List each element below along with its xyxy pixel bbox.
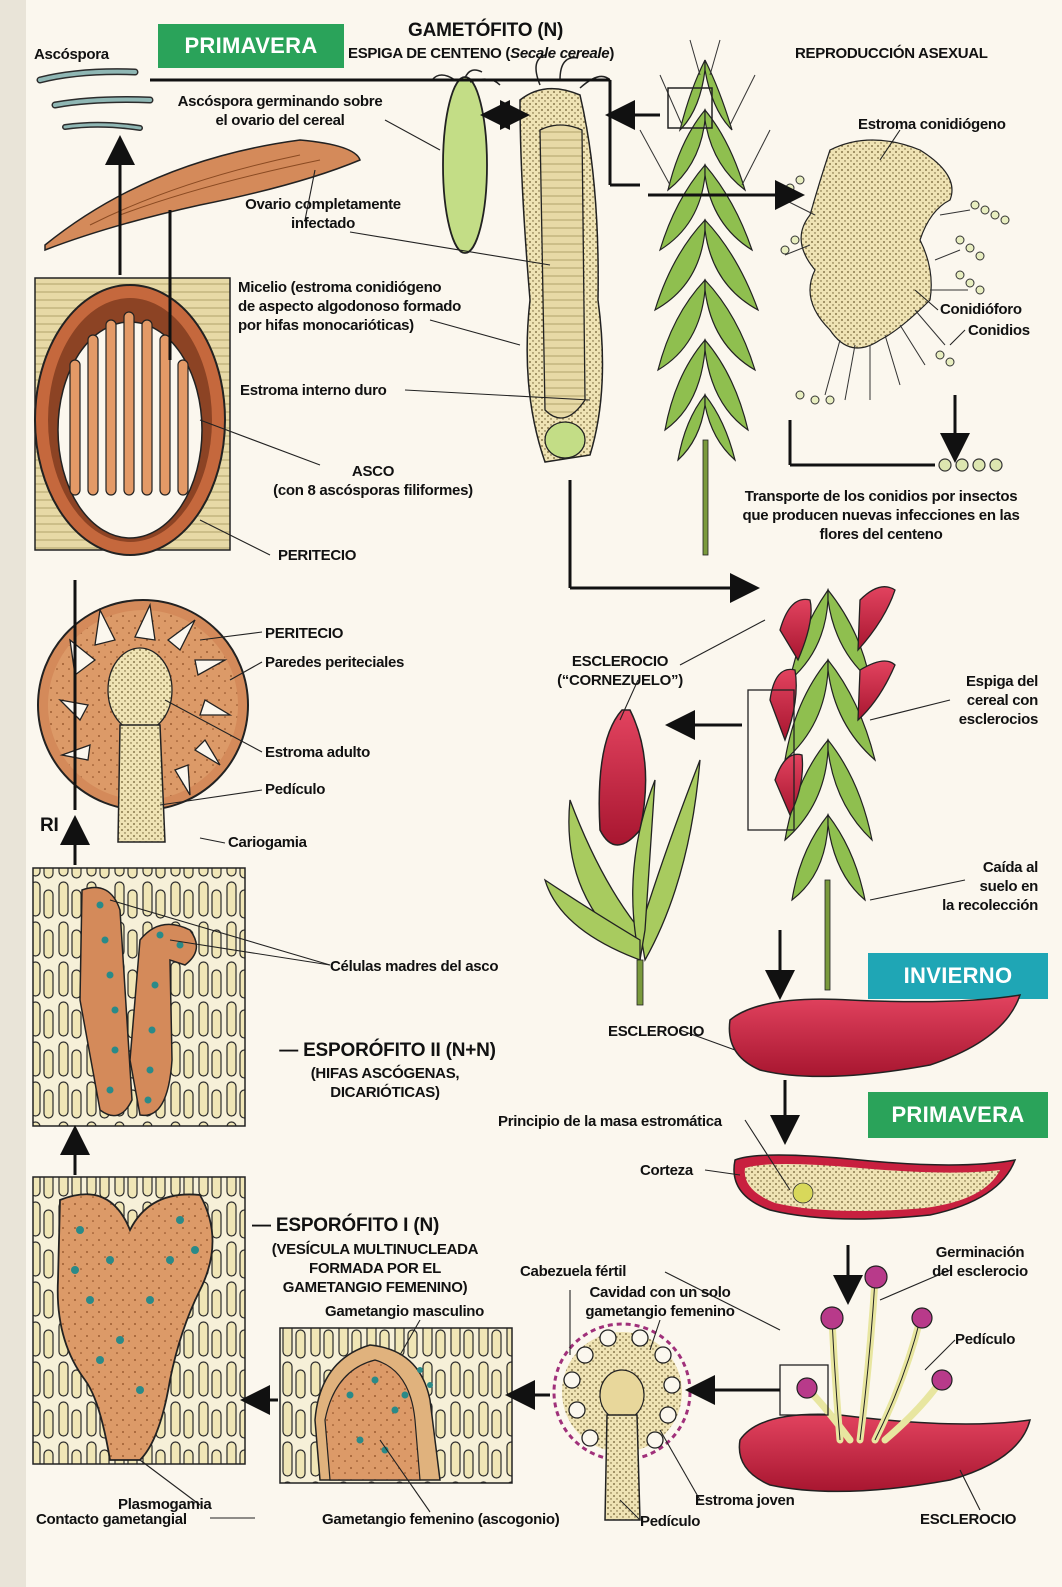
rye-spike bbox=[640, 40, 770, 555]
fertile-head-section bbox=[554, 1324, 690, 1520]
karyogamy-label: Cariogamia bbox=[228, 833, 307, 852]
germinating-ovary bbox=[432, 70, 500, 253]
spring-bottom-banner-label: PRIMAVERA bbox=[868, 1102, 1048, 1128]
ergot-flower bbox=[545, 710, 700, 1005]
spike-title: ESPIGA DE CENTENO (Secale cereale) bbox=[348, 44, 614, 63]
page-margin bbox=[0, 0, 26, 1587]
asexual-reproduction-title: REPRODUCCIÓN ASEXUAL bbox=[795, 44, 988, 63]
gametophyte-title: GAMETÓFITO (N) bbox=[408, 20, 563, 42]
stalk-label-bottom: Pedículo bbox=[640, 1512, 700, 1531]
perithecium-label-1: PERITECIO bbox=[278, 546, 356, 565]
ascus-mother-cells-label: Células madres del asco bbox=[330, 957, 498, 976]
sporophyte-2-subtitle: (HIFAS ASCÓGENAS,DICARIÓTICAS) bbox=[250, 1064, 520, 1102]
stroma-head bbox=[38, 600, 248, 842]
germinating-sclerotium bbox=[739, 1266, 1030, 1491]
stalk-label-right: Pedículo bbox=[955, 1330, 1015, 1349]
conidial-stroma-label: Estroma conidiógeno bbox=[858, 115, 1006, 134]
adult-stroma-label: Estroma adulto bbox=[265, 743, 370, 762]
winter-banner-label: INVIERNO bbox=[868, 963, 1048, 989]
stalk-label-1: Pedículo bbox=[265, 780, 325, 799]
young-stroma-label: Estroma joven bbox=[695, 1491, 794, 1510]
sclerotium-label-mid: ESCLEROCIO bbox=[608, 1022, 704, 1041]
sclerotium-section bbox=[734, 1155, 1015, 1219]
infected-ovary-section bbox=[520, 55, 610, 462]
winter-sclerotium bbox=[729, 995, 1020, 1076]
sporophyte-2-title: — ESPORÓFITO II (N+N) bbox=[250, 1040, 525, 1062]
gametangial-contact-label: Contacto gametangial bbox=[36, 1510, 187, 1529]
perithecium-section bbox=[35, 278, 230, 555]
sclerotium-label-bottom: ESCLEROCIO bbox=[920, 1510, 1016, 1529]
spike-with-sclerotia bbox=[748, 587, 895, 990]
male-gametangium-label: Gametangio masculino bbox=[325, 1302, 484, 1321]
ergot-label: ESCLEROCIO(“CORNEZUELO”) bbox=[545, 652, 695, 690]
perithecium-label-2: PERITECIO bbox=[265, 624, 343, 643]
ascospore-group bbox=[40, 72, 150, 128]
multinucleate-vesicle-box bbox=[33, 1177, 245, 1464]
cortex-label: Corteza bbox=[640, 1161, 693, 1180]
gametangia-box bbox=[280, 1328, 512, 1483]
stromatic-mass-label: Principio de la masa estromática bbox=[498, 1112, 722, 1131]
spring-top-banner-label: PRIMAVERA bbox=[158, 33, 344, 59]
sporophyte-1-title: — ESPORÓFITO I (N) bbox=[252, 1215, 439, 1237]
perithecial-walls-label: Paredes periteciales bbox=[265, 653, 404, 672]
hard-stroma-label: Estroma interno duro bbox=[240, 381, 387, 400]
fertile-head-label: Cabezuela fértil bbox=[520, 1262, 626, 1281]
meiosis-label: RI bbox=[40, 815, 59, 837]
conidiophore-label: Conidióforo bbox=[940, 300, 1022, 319]
ascospore-label: Ascóspora bbox=[34, 45, 109, 64]
conidia-label: Conidios bbox=[968, 321, 1030, 340]
ascus-label: ASCO(con 8 ascósporas filiformes) bbox=[248, 462, 498, 500]
female-gametangium-label: Gametangio femenino (ascogonio) bbox=[322, 1510, 559, 1529]
ascogenous-hyphae-box bbox=[33, 868, 245, 1126]
